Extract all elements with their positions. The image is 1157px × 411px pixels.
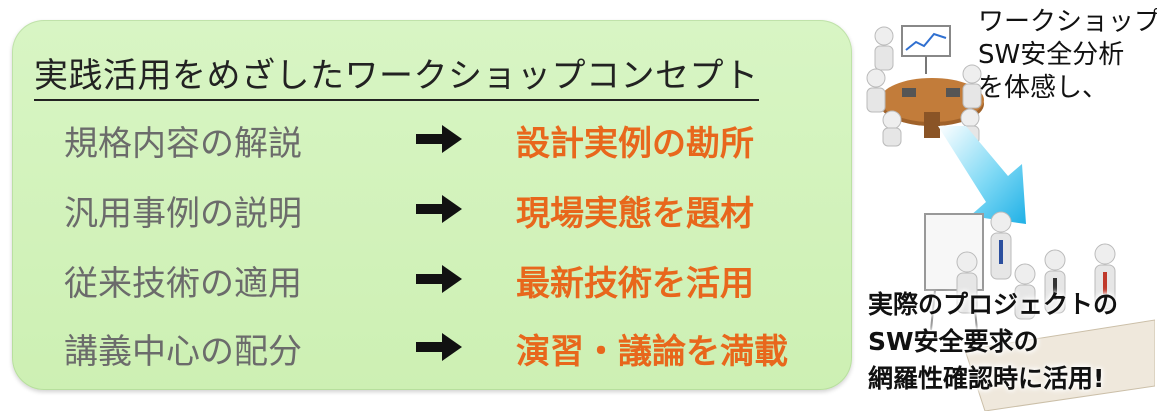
- row-from-text: 従来技術の適用: [64, 264, 302, 304]
- row-to-text: 設計実例の勘所: [516, 124, 754, 164]
- workshop-caption-line: SW安全分析: [978, 40, 1125, 70]
- concept-row: 講義中心の配分 演習・議論を満載: [64, 324, 844, 374]
- concept-row: 汎用事例の説明 現場実態を題材: [64, 186, 844, 236]
- row-to-text: 演習・議論を満載: [516, 332, 788, 372]
- concept-row: 従来技術の適用 最新技術を活用: [64, 256, 844, 306]
- workshop-caption: ワークショップで SW安全分析 を体感し、: [978, 6, 1157, 105]
- result-caption: 実際のプロジェクトの SW安全要求の 網羅性確認時に活用!: [868, 286, 1118, 397]
- result-caption-line: 網羅性確認時に活用!: [868, 364, 1105, 393]
- row-from-text: 汎用事例の説明: [64, 194, 302, 234]
- row-to-text: 最新技術を活用: [516, 264, 754, 304]
- right-arrow-icon: [416, 195, 462, 223]
- flow-arrow-icon: [938, 126, 1026, 224]
- row-from-text: 規格内容の解説: [64, 124, 302, 164]
- result-caption-line: 実際のプロジェクトの: [868, 290, 1119, 319]
- result-caption-line: SW安全要求の: [868, 327, 1039, 356]
- right-arrow-icon: [416, 125, 462, 153]
- workshop-caption-line: ワークショップで: [978, 7, 1157, 37]
- concept-row: 規格内容の解説 設計実例の勘所: [64, 116, 844, 166]
- workshop-caption-line: を体感し、: [978, 73, 1109, 103]
- right-arrow-icon: [416, 265, 462, 293]
- row-to-text: 現場実態を題材: [516, 194, 754, 234]
- row-from-text: 講義中心の配分: [64, 332, 302, 372]
- right-arrow-icon: [416, 333, 462, 361]
- concept-title: 実践活用をめざしたワークショップコンセプト: [34, 48, 759, 101]
- meeting-table-illustration: [866, 25, 984, 147]
- presentation-illustration: [924, 211, 1155, 411]
